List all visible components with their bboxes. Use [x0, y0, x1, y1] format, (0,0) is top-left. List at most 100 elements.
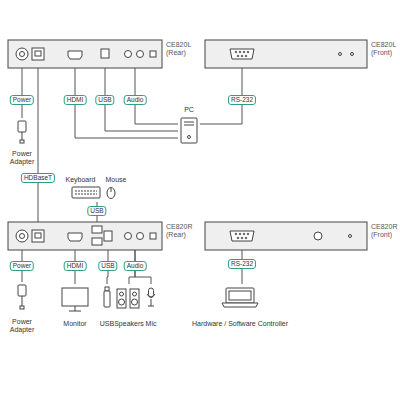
extender-panel: CE820R (Rear): [8, 222, 162, 250]
front-panel-part: [245, 237, 247, 239]
rear-panel-part: [104, 231, 112, 241]
front-panel-part: [351, 53, 354, 56]
front-panel-part: [239, 233, 241, 235]
keyboard-mouse-icon-part: [75, 194, 97, 195]
device-caption: Power Adapter: [2, 318, 42, 334]
usb-stick-icon-part: [105, 287, 109, 291]
front-panel-part: [241, 55, 243, 57]
front-panel-part: [205, 40, 367, 68]
pc: PC: [178, 106, 200, 144]
front-panel-part: [247, 233, 249, 235]
device-caption: Power Adapter: [2, 150, 42, 166]
device-caption: Keyboard: [66, 176, 96, 184]
speakers-icon-part: [117, 289, 126, 308]
device-caption: PC: [184, 106, 194, 114]
pc-icon-part: [181, 118, 197, 143]
monitor-icon: [62, 288, 88, 311]
power-adapter-icon: [18, 285, 26, 309]
cable-label: Power: [10, 95, 34, 105]
front-panel-part: [339, 53, 342, 56]
rear-panel: [8, 40, 162, 68]
cable-label: USB: [98, 261, 117, 271]
rear-panel-part: [92, 226, 102, 233]
keyboard-mouse-icon-part: [75, 191, 97, 192]
cable-label: Audio: [124, 261, 147, 271]
device-caption: USB: [100, 320, 114, 328]
monitor-icon-part: [75, 306, 76, 311]
front-panel-part: [235, 51, 237, 53]
rear-panel-part: [68, 233, 82, 241]
mic-icon: [147, 288, 155, 306]
mic-icon-part: [147, 294, 155, 298]
controller-icon-part: [229, 291, 251, 300]
pc-icon: [181, 118, 197, 143]
device-caption: Hardware / Software Controller: [192, 320, 288, 328]
power-adapter-icon-part: [20, 140, 24, 143]
keyboard-mouse-icon-part: [107, 188, 115, 199]
device-label: CE820R (Rear): [166, 223, 194, 239]
power-adapter-icon-part: [22, 132, 23, 140]
rear-panel-part: [16, 230, 28, 242]
controller: Hardware / Software Controller: [190, 284, 290, 328]
device-caption: Monitor: [63, 320, 86, 328]
cable-line: [105, 68, 178, 131]
speakers-icon-part: [119, 299, 125, 305]
front-panel: [205, 222, 367, 250]
front-panel-part: [239, 51, 241, 53]
front-panel-part: [243, 51, 245, 53]
cable-line: [75, 68, 178, 138]
power-adapter-icon-part: [20, 306, 24, 309]
rear-panel-part: [20, 52, 25, 57]
cable-line: [38, 68, 39, 222]
front-panel-part: [247, 51, 249, 53]
power-adapter: Power Adapter: [2, 282, 42, 334]
rear-panel: [8, 222, 162, 250]
rear-panel-part: [16, 48, 28, 60]
front-panel-part: [237, 237, 239, 239]
controller-icon-part: [222, 303, 258, 307]
monitor-icon-part: [69, 311, 81, 312]
keyboard-mouse-icon-part: [72, 187, 100, 198]
power-adapter: Power Adapter: [2, 118, 42, 166]
extender-panel: CE820L (Rear): [8, 40, 162, 68]
speakers-icon: [117, 289, 139, 308]
rear-panel-part: [8, 222, 162, 250]
cable-label: HDMI: [64, 95, 87, 105]
pc-icon-part: [184, 122, 194, 123]
front-panel-part: [243, 233, 245, 235]
rear-panel-part: [150, 233, 156, 239]
keyboard-mouse-icon: [72, 187, 115, 199]
cable-label: HDBaseT: [21, 173, 55, 183]
rear-panel-part: [137, 51, 144, 58]
keyboard-mouse-icon-part: [111, 188, 112, 192]
speakers-icon-part: [132, 299, 138, 305]
rear-panel-part: [92, 238, 102, 245]
rear-panel-part: [150, 51, 156, 57]
front-panel-part: [237, 55, 239, 57]
speakers-icon-part: [133, 292, 137, 296]
controller-icon-part: [226, 288, 254, 303]
rear-panel-part: [125, 51, 132, 58]
mic-icon-part: [151, 299, 152, 306]
cable-label: HDMI: [64, 261, 87, 271]
extender-panel: CE820L (Front): [205, 40, 367, 68]
front-panel-part: [205, 222, 367, 250]
monitor-icon-part: [62, 288, 88, 306]
device-caption: Mic: [146, 320, 157, 328]
front-panel-part: [349, 235, 352, 238]
rear-panel-part: [35, 233, 41, 238]
usb-device: USB: [99, 284, 116, 328]
rear-panel-part: [20, 234, 25, 239]
rear-panel-part: [101, 49, 109, 58]
power-adapter-icon-part: [18, 285, 26, 296]
mic-icon-part: [148, 306, 154, 307]
front-panel-part: [230, 231, 254, 241]
power-adapter-icon: [18, 121, 26, 143]
pc-icon-part: [188, 136, 191, 139]
rear-panel-part: [8, 40, 162, 68]
front-panel-part: [241, 237, 243, 239]
